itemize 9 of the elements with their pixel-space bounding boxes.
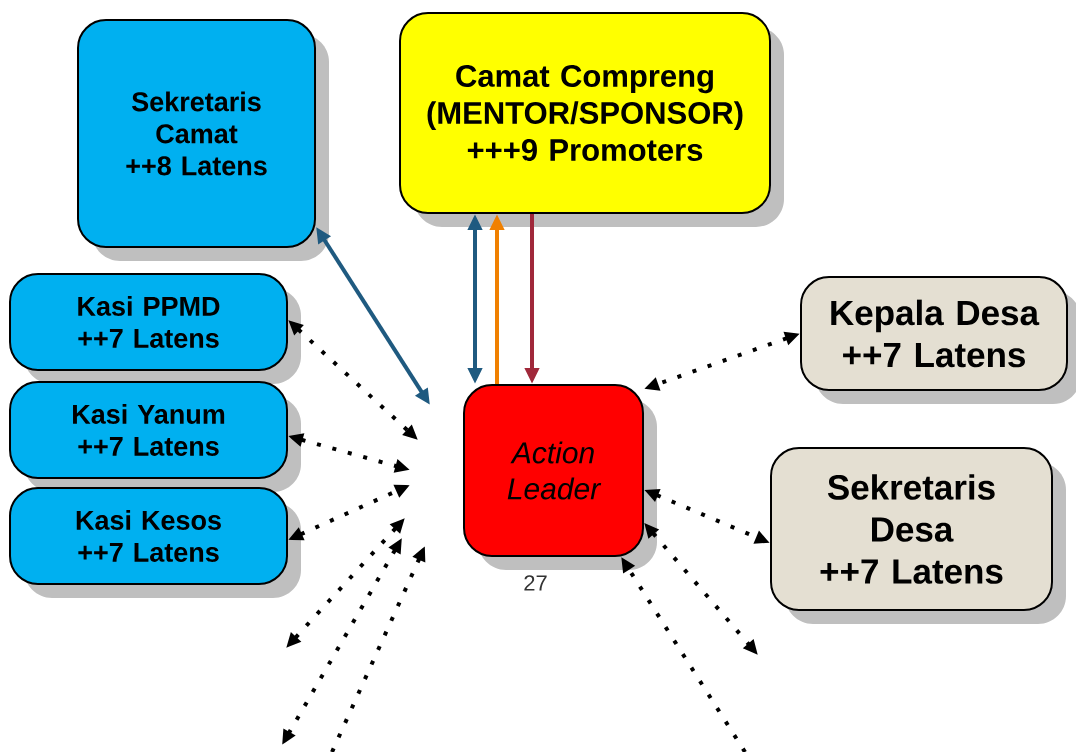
caption-number: 27 <box>524 575 547 591</box>
role-box: Sekretaris Camat ++8 Latens <box>77 19 329 261</box>
leader-box: Action Leader <box>463 384 657 570</box>
mentor-box: Camat Compreng (MENTOR/SPONSOR) +++9 Promoters <box>399 12 784 227</box>
role-box: Kasi Kesos ++7 Latens <box>9 487 301 598</box>
role-box: Kepala Desa ++7 Latens <box>800 276 1076 404</box>
role-box: Kasi PPMD ++7 Latens <box>9 273 301 384</box>
role-box: Sekretaris Desa ++7 Latens <box>770 447 1066 624</box>
role-box: Kasi Yanum ++7 Latens <box>9 381 301 492</box>
